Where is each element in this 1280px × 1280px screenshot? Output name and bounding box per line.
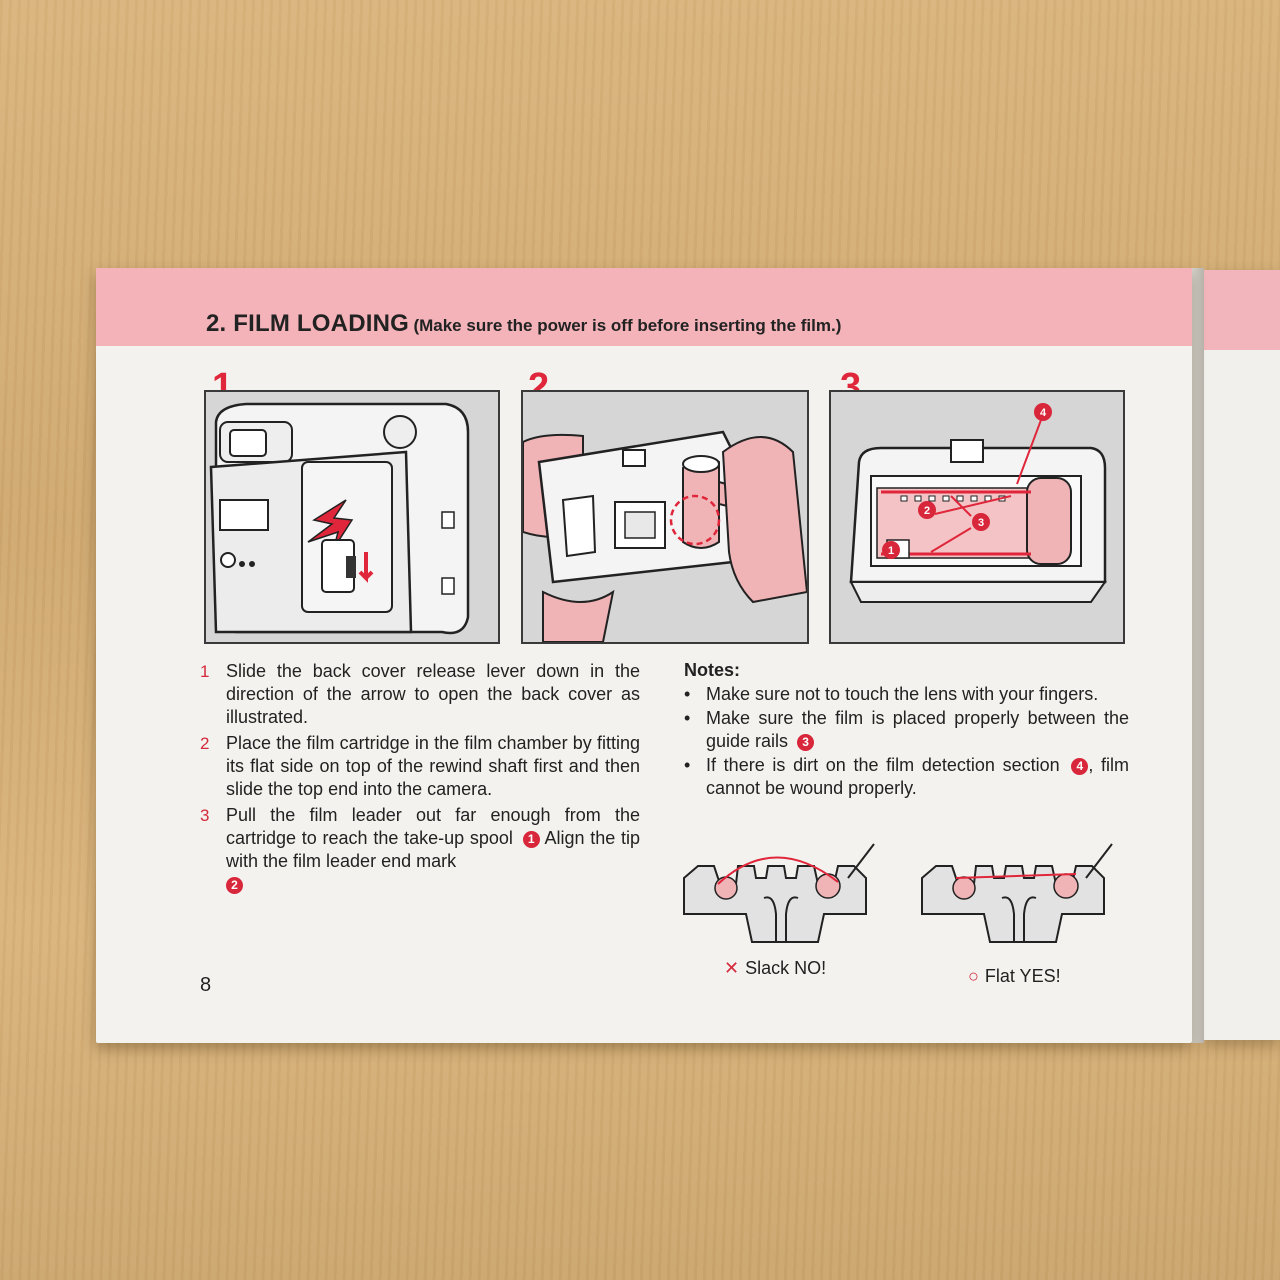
header-band: [96, 268, 1192, 346]
circle-icon: ○: [968, 966, 979, 986]
note-item: • Make sure the film is placed properly …: [684, 707, 1129, 753]
slack-diagram: [678, 838, 878, 953]
slack-caption-text: Slack NO!: [745, 958, 827, 978]
note-item: • Make sure not to touch the lens with y…: [684, 683, 1129, 706]
steps-list: 1 Slide the back cover release lever dow…: [200, 660, 640, 899]
section-heading: 2. FILM LOADING: [206, 310, 409, 337]
note-text-part: If there is dirt on the film detection s…: [706, 755, 1060, 775]
step-number: 3: [200, 806, 210, 825]
panel-3-marker-1: 1: [888, 545, 894, 557]
note-text-part: Make sure the film is placed properly be…: [706, 708, 1129, 751]
page-number: 8: [200, 974, 212, 996]
step-number: 1: [200, 662, 210, 681]
note-text: If there is dirt on the film detection s…: [706, 754, 1129, 800]
panel-3-marker-3: 3: [978, 517, 984, 529]
film-threading-to-spool-illustration: 1 2 3 4: [831, 392, 1123, 642]
hands-inserting-film-cartridge-illustration: [523, 392, 807, 642]
step-number: 2: [200, 734, 210, 753]
note-text-part: , film cannot be wound properly.: [706, 755, 1129, 798]
notes-heading: Notes:: [684, 660, 741, 680]
step-item: 3 Pull the film leader out far enough fr…: [200, 804, 640, 896]
section-subtitle: (Make sure the power is off before inser…: [413, 316, 842, 335]
marker-3-badge: 3: [797, 733, 815, 751]
flat-caption: ○Flat YES!: [968, 966, 1061, 987]
slack-caption: ✕Slack NO!: [724, 958, 826, 979]
next-page-edge: [1204, 270, 1280, 1040]
page-spine: [1192, 268, 1204, 1043]
panel-1: [204, 390, 500, 644]
flat-caption-text: Flat YES!: [984, 966, 1061, 986]
bullet-icon: •: [684, 755, 691, 775]
manual-page: 2. FILM LOADING (Make sure the power is …: [96, 268, 1192, 1043]
marker-4-badge: 4: [1071, 757, 1089, 775]
step-text: Slide the back cover release lever down …: [226, 661, 640, 727]
panel-3: 1 2 3 4: [829, 390, 1125, 644]
notes-section: Notes: • Make sure not to touch the lens…: [684, 660, 1129, 801]
marker-2-badge: 2: [226, 876, 243, 894]
note-text: Make sure the film is placed properly be…: [706, 707, 1129, 753]
flat-diagram: [916, 838, 1116, 953]
panel-3-marker-2: 2: [924, 505, 930, 517]
step-text: Pull the film leader out far enough from…: [226, 804, 640, 896]
panel-2: [521, 390, 809, 644]
step-text-part: Align the tip with the film leader end m…: [226, 828, 640, 871]
step-item: 2 Place the film cartridge in the film c…: [200, 732, 640, 801]
note-item: • If there is dirt on the film detection…: [684, 754, 1129, 800]
marker-1-badge: 1: [522, 830, 540, 848]
step-text-part: Pull the film leader out far enough from…: [226, 805, 640, 848]
instruction-booklet: 2. FILM LOADING (Make sure the power is …: [96, 268, 1280, 1046]
camera-back-cover-open-illustration: [206, 392, 498, 642]
bullet-icon: •: [684, 708, 691, 728]
note-text: Make sure not to touch the lens with you…: [706, 684, 1099, 704]
step-text: Place the film cartridge in the film cha…: [226, 733, 640, 799]
step-item: 1 Slide the back cover release lever dow…: [200, 660, 640, 729]
section-title: 2. FILM LOADING (Make sure the power is …: [206, 310, 841, 338]
slack-film-diagram: [683, 843, 875, 943]
cross-icon: ✕: [724, 958, 740, 978]
panel-3-marker-4: 4: [1040, 407, 1047, 419]
flat-film-diagram: [921, 843, 1113, 943]
bullet-icon: •: [684, 684, 691, 704]
